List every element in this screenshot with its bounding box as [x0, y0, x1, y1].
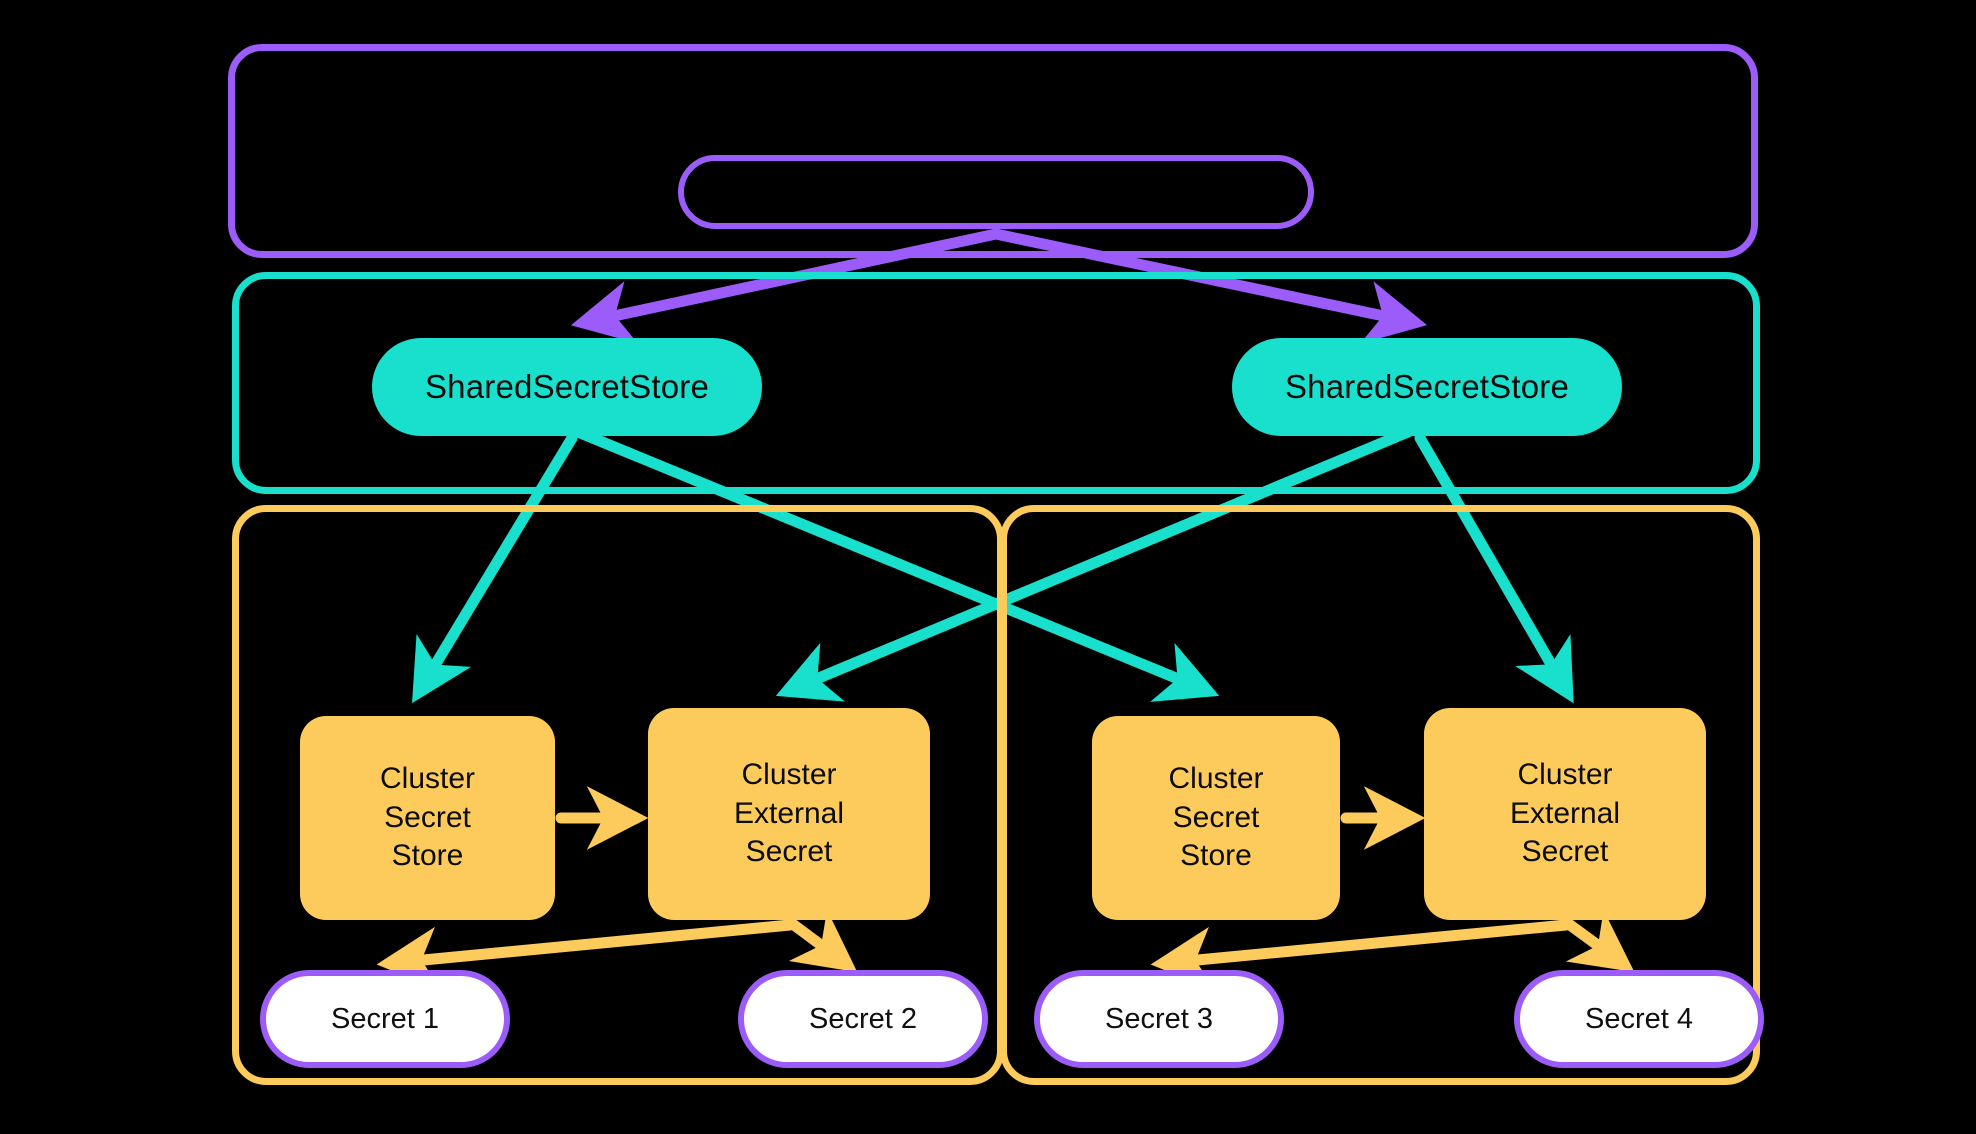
cluster-external-secret-right-line3: Secret — [1521, 835, 1609, 869]
cluster-secret-store-right[interactable]: Cluster Secret Store — [1092, 716, 1340, 920]
teal-shared-store-container — [232, 272, 1760, 494]
secret-2-label: Secret 2 — [809, 1002, 917, 1035]
cluster-external-secret-left-line2: External — [733, 796, 845, 830]
shared-secret-store-left[interactable]: SharedSecretStore — [372, 338, 762, 436]
secret-4-label: Secret 4 — [1585, 1002, 1693, 1035]
cluster-external-secret-right[interactable]: Cluster External Secret — [1424, 708, 1706, 920]
cluster-secret-store-left-line1: Cluster — [379, 762, 476, 796]
shared-secret-store-right[interactable]: SharedSecretStore — [1232, 338, 1622, 436]
cluster-external-secret-left[interactable]: Cluster External Secret — [648, 708, 930, 920]
shared-secret-store-left-label: SharedSecretStore — [424, 368, 710, 405]
shared-secret-store-right-label: SharedSecretStore — [1284, 368, 1570, 405]
secret-1-node[interactable]: Secret 1 — [260, 970, 510, 1068]
secret-3-label: Secret 3 — [1105, 1002, 1213, 1035]
orange-cluster-container-right — [1000, 505, 1760, 1085]
cluster-secret-store-left[interactable]: Cluster Secret Store — [300, 716, 555, 920]
cluster-secret-store-right-line2: Secret — [1172, 800, 1260, 834]
cluster-secret-store-right-line3: Store — [1180, 839, 1252, 873]
cluster-secret-store-right-line1: Cluster — [1168, 762, 1264, 796]
external-secrets-operator-node[interactable] — [678, 155, 1314, 229]
secret-3-node[interactable]: Secret 3 — [1034, 970, 1284, 1068]
cluster-secret-store-left-line2: Secret — [384, 800, 471, 834]
cluster-external-secret-right-line2: External — [1509, 796, 1621, 830]
cluster-secret-store-left-line3: Store — [391, 839, 464, 873]
cluster-external-secret-right-line1: Cluster — [1517, 758, 1613, 792]
secret-4-node[interactable]: Secret 4 — [1514, 970, 1764, 1068]
cluster-external-secret-left-line1: Cluster — [741, 758, 837, 792]
secret-1-label: Secret 1 — [331, 1002, 439, 1035]
purple-operator-container — [228, 44, 1758, 258]
secret-2-node[interactable]: Secret 2 — [738, 970, 988, 1068]
cluster-external-secret-left-line3: Secret — [745, 835, 833, 869]
